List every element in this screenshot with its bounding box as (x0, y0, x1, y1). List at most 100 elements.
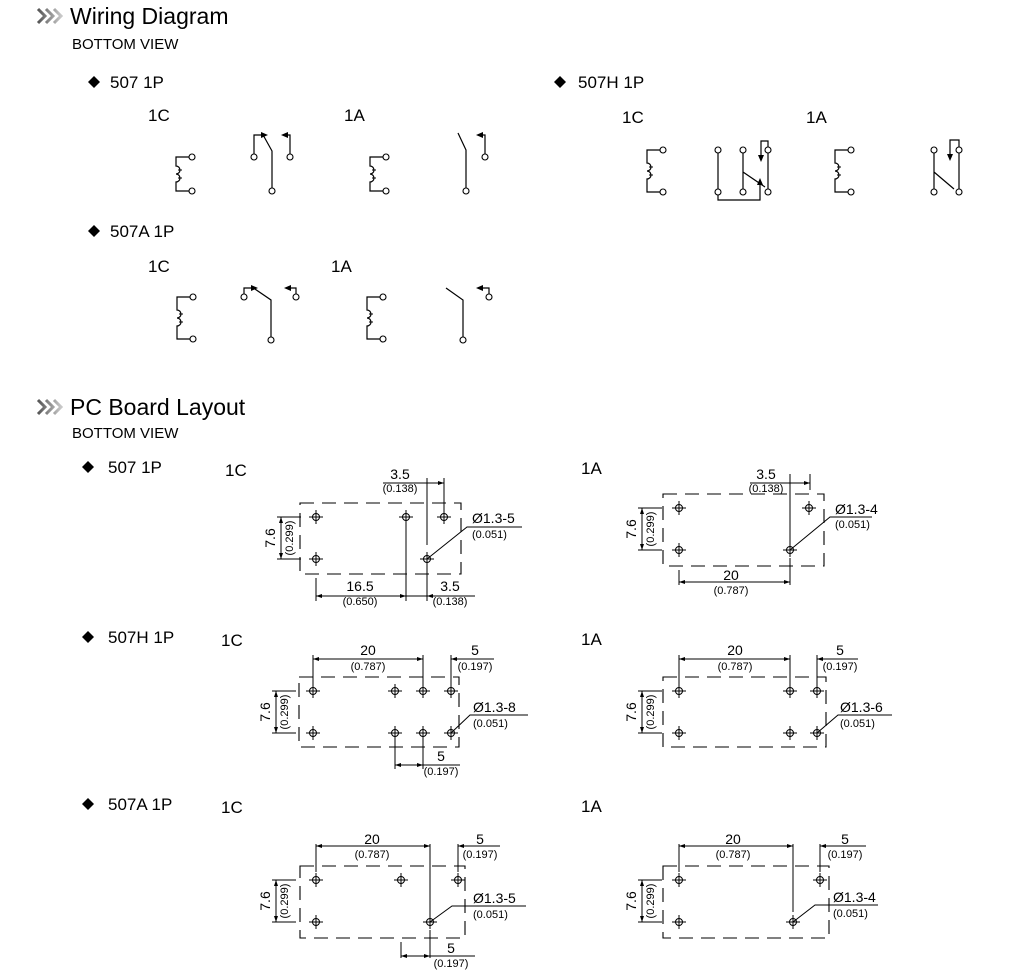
bottom-mm-label: 5 (437, 748, 445, 764)
terminal (714, 146, 722, 154)
pcb-form-label: 1C (221, 631, 243, 650)
hole-crosshair (783, 684, 797, 698)
hole-crosshair (783, 726, 797, 740)
extension-line (426, 526, 522, 560)
extension-line (789, 516, 872, 551)
top-in-label: (0.138) (749, 483, 784, 495)
contact-arrow (947, 154, 953, 161)
top-mm-label: 20 (725, 831, 741, 847)
pcb-group-label: 507 1P (108, 458, 162, 477)
terminal (382, 187, 390, 195)
hole-crosshair (309, 915, 323, 929)
pcb-form-label: 1C (221, 798, 243, 817)
coil-winding (176, 296, 190, 340)
triple-chevron-icon (36, 7, 64, 25)
top2-in-label: (0.197) (458, 661, 493, 673)
bottom-in-label: (0.197) (424, 766, 459, 778)
coil-winding (369, 156, 383, 192)
wire (289, 287, 297, 294)
dimension-arrow (279, 553, 283, 559)
height-in-label: (0.299) (284, 521, 296, 556)
terminal (659, 146, 667, 154)
contact-arrow (281, 132, 288, 138)
relay-outline (299, 865, 466, 939)
coil-winding (175, 156, 189, 192)
hole-crosshair (388, 684, 402, 698)
diamond-bullet-icon (554, 76, 566, 88)
wire (478, 134, 486, 154)
top-in-label: (0.787) (355, 849, 390, 861)
top-mm-label: 20 (364, 831, 380, 847)
hole-crosshair (802, 501, 816, 515)
bottom2-in-label: (0.138) (433, 596, 468, 608)
dimension-arrow (820, 844, 826, 848)
terminal (267, 336, 275, 344)
dimension-arrow (640, 544, 644, 550)
terminal (188, 187, 196, 195)
contact-arrow (476, 285, 483, 291)
wire (445, 287, 464, 337)
dimension-arrow (313, 657, 319, 661)
terminal (764, 146, 772, 154)
bottom-mm-label: 5 (447, 940, 455, 956)
height-mm-label: 7.6 (623, 702, 639, 722)
diamond-bullet-icon (82, 631, 94, 643)
section-title-wiring: Wiring Diagram (70, 3, 228, 29)
terminal (292, 293, 300, 301)
bottom-in-label: (0.197) (434, 958, 469, 970)
dimension-arrow (401, 954, 407, 958)
terminal (240, 293, 248, 301)
wiring-group-label: 507 1P (110, 73, 164, 92)
dimension-arrow (274, 727, 278, 733)
contact-arrow (284, 285, 291, 291)
terminal (847, 188, 855, 196)
wire (482, 287, 490, 294)
dimension-arrow (274, 916, 278, 922)
extension-line (450, 714, 528, 734)
relay-outline (299, 502, 462, 575)
height-in-label: (0.299) (279, 884, 291, 919)
pcb-form-label: 1A (581, 459, 602, 478)
wire (261, 132, 273, 188)
pcb-layout: 7.6(0.299)20(0.787)5(0.197)Ø1.3-4(0.051) (623, 831, 878, 939)
contact-arrow (476, 132, 483, 138)
hole-label: Ø1.3-6 (840, 699, 883, 715)
hole-crosshair (672, 915, 686, 929)
switch-1c-symbol (240, 285, 300, 344)
hole-label: Ø1.3-5 (473, 890, 516, 906)
dimension-arrow (427, 594, 433, 598)
top-mm-label: 3.5 (390, 466, 410, 482)
coil-symbol (176, 293, 197, 343)
wire (933, 153, 955, 190)
triple-chevron-icon (36, 398, 64, 416)
pcb-layout: 7.6(0.299)20(0.787)5(0.197)5(0.197)Ø1.3-… (257, 642, 528, 778)
hole-crosshair (416, 726, 430, 740)
pcb-layout: 7.6(0.299)20(0.787)5(0.197)Ø1.3-6(0.051) (623, 642, 892, 748)
wiring-subtitle: BOTTOM VIEW (72, 36, 179, 53)
dimension-arrow (640, 880, 644, 886)
dimension-arrow (316, 594, 322, 598)
dimension-arrow (451, 657, 457, 661)
wiring-symbols (175, 132, 963, 344)
pcb-group-label: 507A 1P (108, 795, 172, 814)
wire (949, 139, 960, 189)
hole-in-label: (0.051) (473, 718, 508, 730)
hole-crosshair (306, 684, 320, 698)
terminal (714, 188, 722, 196)
terminal (379, 335, 387, 343)
terminal (847, 146, 855, 154)
hole-crosshair (309, 552, 323, 566)
hole-crosshair (388, 726, 402, 740)
terminal (739, 146, 747, 154)
terminal (286, 153, 294, 161)
wiring-form-label: 1A (344, 106, 365, 125)
bottom-in-label: (0.787) (714, 585, 749, 597)
hole-in-label: (0.051) (833, 908, 868, 920)
top-in-label: (0.787) (351, 661, 386, 673)
dimension-arrow (395, 763, 401, 767)
wire (283, 134, 291, 154)
switch-1a-symbol (445, 285, 493, 344)
section-title-pcb: PC Board Layout (70, 394, 246, 420)
top-in-label: (0.787) (718, 661, 753, 673)
